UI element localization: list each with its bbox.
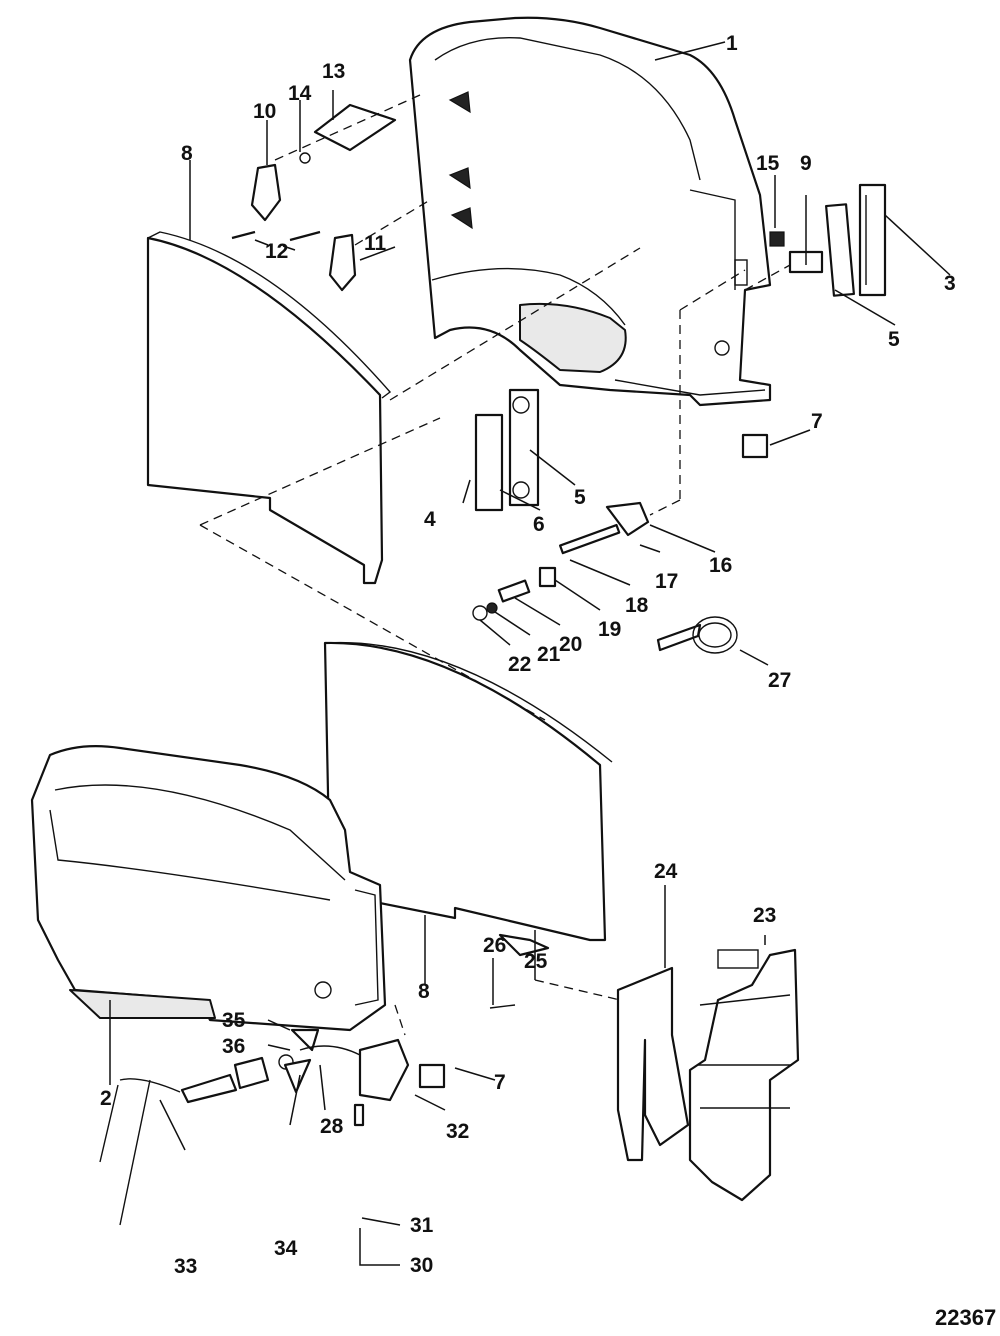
callout-21: 21 [537, 643, 561, 666]
callout-13: 13 [322, 60, 345, 83]
callout-14: 14 [288, 82, 312, 105]
gasket-part-24 [616, 966, 690, 1162]
callout-34: 34 [274, 1237, 298, 1260]
callout-2: 2 [100, 1087, 112, 1110]
callout-31: 31 [410, 1214, 434, 1237]
callout-11: 11 [364, 232, 387, 255]
callout-labels: 1 2 3 4 5 5 6 7 7 8 8 9 10 11 12 13 14 1… [100, 32, 996, 1330]
callout-9: 9 [800, 152, 812, 175]
callout-33: 33 [174, 1255, 197, 1278]
callout-8-upper: 8 [181, 142, 193, 165]
callout-30: 30 [410, 1254, 433, 1277]
callout-5-upper: 5 [888, 328, 900, 351]
callout-3: 3 [944, 272, 956, 295]
callout-20: 20 [559, 633, 582, 656]
callout-17: 17 [655, 570, 678, 593]
callout-10: 10 [253, 100, 276, 123]
callout-7-upper: 7 [811, 410, 823, 433]
callout-32: 32 [446, 1120, 469, 1143]
bottom-cowl-part-2 [30, 745, 387, 1032]
rear-cover-part-23 [688, 948, 800, 1202]
callout-35: 35 [222, 1009, 246, 1032]
callout-5-lower: 5 [574, 486, 586, 509]
callout-1: 1 [726, 32, 738, 55]
top-cowl-part-1 [408, 16, 772, 407]
callout-22: 22 [508, 653, 531, 676]
callout-16: 16 [709, 554, 732, 577]
assembly-lines [199, 94, 791, 1036]
side-panel-part-8-upper [146, 231, 392, 585]
callout-27: 27 [768, 669, 791, 692]
callout-4: 4 [424, 508, 436, 531]
callout-25: 25 [524, 950, 548, 973]
callout-18: 18 [625, 594, 649, 617]
callout-8-lower: 8 [418, 980, 430, 1003]
callout-36: 36 [222, 1035, 245, 1058]
callout-26: 26 [483, 934, 506, 957]
callout-24: 24 [654, 860, 678, 883]
callout-28: 28 [320, 1115, 344, 1138]
figure-number: 22367 [935, 1305, 996, 1330]
callout-15: 15 [756, 152, 780, 175]
callout-6: 6 [533, 513, 545, 536]
callout-12: 12 [265, 240, 288, 263]
callout-19: 19 [598, 618, 621, 641]
callout-7-lower: 7 [494, 1071, 506, 1094]
hardware-parts [99, 103, 887, 1226]
callout-23: 23 [753, 904, 776, 927]
leader-lines [109, 41, 951, 1266]
